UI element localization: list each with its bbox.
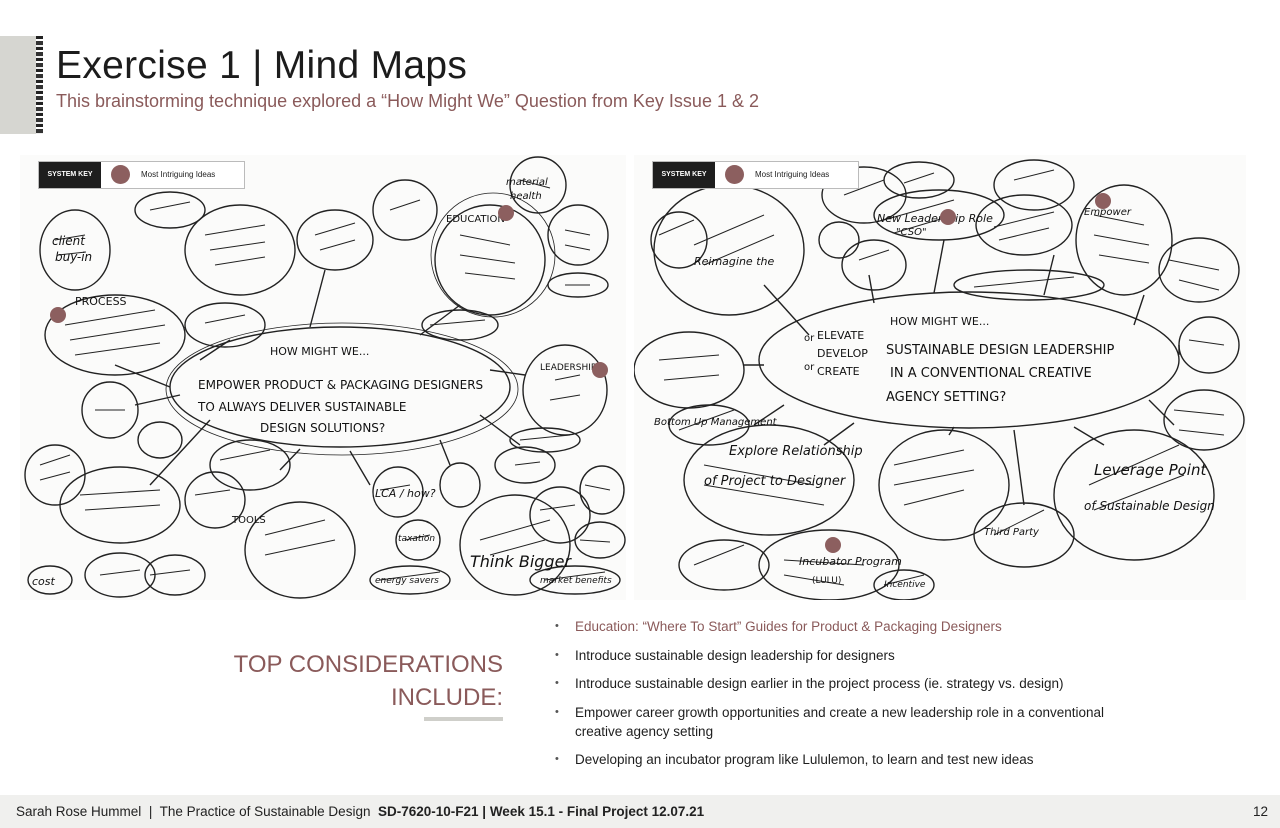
list-item: Introduce sustainable design earlier in … <box>555 674 1115 693</box>
svg-text:Bottom Up Management: Bottom Up Management <box>654 417 778 428</box>
svg-text:LCA / how?: LCA / how? <box>375 487 436 500</box>
svg-text:CREATE: CREATE <box>817 365 860 378</box>
system-key-label: SYSTEM KEY <box>39 162 101 188</box>
svg-text:"CSO": "CSO" <box>896 227 927 238</box>
system-key-label: SYSTEM KEY <box>653 162 715 188</box>
svg-text:cost: cost <box>32 575 56 588</box>
intriguing-dot-icon <box>111 165 130 184</box>
intriguing-dot-icon <box>725 165 744 184</box>
footer-text: Sarah Rose Hummel | The Practice of Sust… <box>16 795 704 828</box>
svg-text:material: material <box>506 177 548 188</box>
system-key-left: SYSTEM KEY Most Intriguing Ideas <box>38 161 245 189</box>
mind-map-photo-left: HOW MIGHT WE... EMPOWER PRODUCT & PACKAG… <box>20 155 626 600</box>
footer-course: The Practice of Sustainable Design <box>160 804 371 819</box>
footer-project: SD-7620-10-F21 | Week 15.1 - Final Proje… <box>378 804 704 819</box>
svg-text:of Project to Designer: of Project to Designer <box>704 474 847 489</box>
svg-text:Incubator Program: Incubator Program <box>799 555 902 568</box>
svg-text:health: health <box>510 191 542 202</box>
svg-text:HOW MIGHT WE...: HOW MIGHT WE... <box>890 315 989 328</box>
mind-map-sketch-left: HOW MIGHT WE... EMPOWER PRODUCT & PACKAG… <box>20 155 626 600</box>
considerations-heading-line1: TOP CONSIDERATIONS <box>234 648 503 681</box>
considerations-heading: TOP CONSIDERATIONS INCLUDE: <box>234 648 503 714</box>
svg-text:EDUCATION: EDUCATION <box>446 214 505 225</box>
svg-text:Third Party: Third Party <box>984 527 1040 538</box>
svg-text:or: or <box>804 333 815 344</box>
svg-text:IN A CONVENTIONAL CREATIVE: IN A CONVENTIONAL CREATIVE <box>890 366 1092 381</box>
svg-text:of Sustainable Design: of Sustainable Design <box>1084 499 1215 513</box>
svg-text:EMPOWER PRODUCT & PACKAGING DE: EMPOWER PRODUCT & PACKAGING DESIGNERS <box>198 378 483 392</box>
page-number: 12 <box>1253 795 1268 828</box>
svg-text:client: client <box>52 234 86 248</box>
mind-map-photo-right: HOW MIGHT WE... or ELEVATE DEVELOP or CR… <box>634 155 1246 600</box>
footer-bar: Sarah Rose Hummel | The Practice of Sust… <box>0 795 1280 828</box>
svg-text:LEADERSHIP: LEADERSHIP <box>540 363 597 373</box>
page-subtitle: This brainstorming technique explored a … <box>56 91 759 112</box>
svg-text:Empower: Empower <box>1084 207 1132 218</box>
heading-underline <box>424 717 503 721</box>
considerations-heading-line2: INCLUDE: <box>234 681 503 714</box>
svg-text:DESIGN SOLUTIONS?: DESIGN SOLUTIONS? <box>260 421 385 435</box>
svg-text:Reimagine the: Reimagine the <box>694 255 774 268</box>
system-key-text: Most Intriguing Ideas <box>755 162 829 188</box>
footer-separator: | <box>149 804 153 819</box>
svg-text:DEVELOP: DEVELOP <box>817 347 868 360</box>
svg-text:energy savers: energy savers <box>375 576 439 586</box>
side-pattern-strip <box>36 36 43 134</box>
svg-text:HOW MIGHT WE...: HOW MIGHT WE... <box>270 345 369 358</box>
svg-text:TOOLS: TOOLS <box>231 515 266 526</box>
side-tab <box>0 36 36 134</box>
svg-text:Explore Relationship: Explore Relationship <box>729 444 863 459</box>
svg-text:PROCESS: PROCESS <box>75 295 127 308</box>
svg-text:SUSTAINABLE DESIGN LEADERSHIP: SUSTAINABLE DESIGN LEADERSHIP <box>886 343 1115 358</box>
svg-text:Think Bigger: Think Bigger <box>470 552 572 571</box>
svg-text:buy-in: buy-in <box>55 250 92 264</box>
footer-author: Sarah Rose Hummel <box>16 804 141 819</box>
svg-text:Leverage Point: Leverage Point <box>1094 461 1207 479</box>
list-item: Developing an incubator program like Lul… <box>555 750 1115 769</box>
page-title: Exercise 1 | Mind Maps <box>56 44 467 88</box>
svg-text:taxation: taxation <box>398 534 435 544</box>
mind-map-sketch-right: HOW MIGHT WE... or ELEVATE DEVELOP or CR… <box>634 155 1246 600</box>
list-item: Education: “Where To Start” Guides for P… <box>555 617 1115 636</box>
list-item: Empower career growth opportunities and … <box>555 703 1115 741</box>
svg-text:TO ALWAYS DELIVER SUSTAINABLE: TO ALWAYS DELIVER SUSTAINABLE <box>197 400 406 414</box>
system-key-right: SYSTEM KEY Most Intriguing Ideas <box>652 161 859 189</box>
svg-text:AGENCY SETTING?: AGENCY SETTING? <box>886 390 1006 405</box>
svg-text:or: or <box>804 362 815 373</box>
center-ellipse <box>759 292 1179 428</box>
svg-text:Incentive: Incentive <box>884 580 926 590</box>
svg-text:market benefits: market benefits <box>540 576 612 586</box>
svg-text:ELEVATE: ELEVATE <box>817 329 864 342</box>
list-item: Introduce sustainable design leadership … <box>555 646 1115 665</box>
considerations-list: Education: “Where To Start” Guides for P… <box>555 617 1115 779</box>
svg-text:(LULU): (LULU) <box>812 576 841 586</box>
svg-text:New Leadership Role: New Leadership Role <box>877 212 993 225</box>
system-key-text: Most Intriguing Ideas <box>141 162 215 188</box>
